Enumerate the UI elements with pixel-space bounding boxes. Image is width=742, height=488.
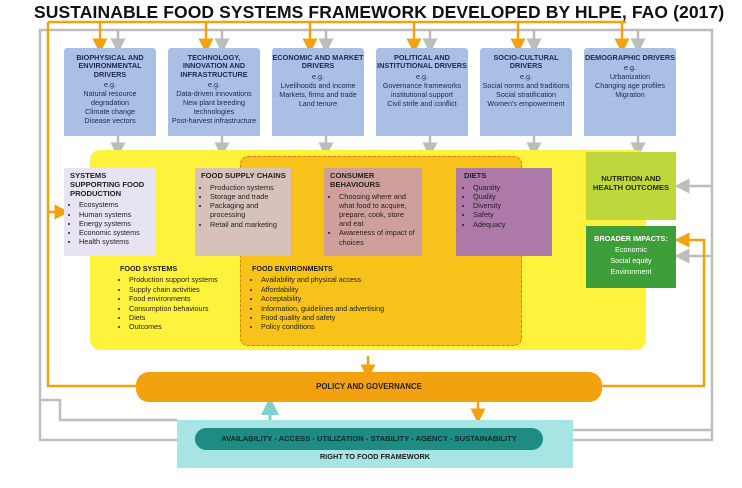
driver-heading: BIOPHYSICAL AND ENVIRONMENTAL DRIVERS [76,53,144,79]
driver-item: Urbanization [609,72,651,82]
driver-heading: ECONOMIC AND MARKET DRIVERS [272,53,364,71]
driver-item: Social stratification [496,89,556,99]
box-heading: SYSTEMS SUPPORTING FOOD PRODUCTION [70,171,145,198]
driver-item: Women's empowerment [487,98,565,108]
nutrition-health-outcomes-box: NUTRITION AND HEALTH OUTCOMES [586,152,676,220]
driver-eg: e.g. [416,71,428,81]
list-item: Consumption behaviours [129,304,240,313]
page-title: SUSTAINABLE FOOD SYSTEMS FRAMEWORK DEVEL… [34,2,725,22]
list-item: Choosing where and what food to acquire,… [339,192,418,229]
driver-eg: e.g. [520,71,532,81]
driver-item: Land tenure [298,98,338,108]
box-heading: CONSUMER BEHAVIOURS [330,171,381,189]
list-item: Food environments [129,294,240,303]
list-item: Policy conditions [261,322,512,331]
food-environments-list: FOOD ENVIRONMENTS Availability and physi… [252,264,512,332]
list-item: Diets [129,313,240,322]
box-heading: BROADER IMPACTS: [594,234,668,243]
policy-governance-bar: POLICY AND GOVERNANCE [136,372,602,402]
driver-item: Natural resource degradation [83,88,137,107]
driver-heading: POLITICAL AND INSTITUTIONAL DRIVERS [377,53,467,71]
driver-item: Migration [615,90,645,100]
list-item: Production systems [210,183,287,192]
list-item: Social equity [610,256,652,265]
list-item: Acceptability [261,294,512,303]
list-item: Health systems [79,237,152,246]
list-item: Quality [473,192,548,201]
list-item: Human systems [79,210,152,219]
list-item: Availability and physical access [261,275,512,284]
driver-item: Climate change [85,106,135,116]
list-item: Supply chain activities [129,285,240,294]
box-heading: DIETS [464,171,487,180]
driver-eg: e.g. [312,71,324,81]
broader-impacts-box: BROADER IMPACTS: Economic Social equity … [586,226,676,288]
driver-item: Markets, firms and trade [279,89,357,99]
driver-eg: e.g. [624,63,636,73]
list-item: Affordability [261,285,512,294]
systems-supporting-production-box: SYSTEMS SUPPORTING FOOD PRODUCTION Ecosy… [64,168,156,256]
list-item: Retail and marketing [210,220,287,229]
list-item: Safety [473,210,548,219]
diets-box: DIETS Quantity Quality Diversity Safety … [456,168,552,256]
list-item: Quantity [473,183,548,192]
list-item: Food quality and safety [261,313,512,322]
food-systems-list: FOOD SYSTEMS Production support systems … [120,264,240,332]
driver-item: Changing age profiles [595,81,665,91]
food-supply-chains-box: FOOD SUPPLY CHAINS Production systems St… [195,168,291,256]
driver-biophysical: BIOPHYSICAL AND ENVIRONMENTAL DRIVERS e.… [64,48,156,136]
list-item: Storage and trade [210,192,287,201]
box-heading: FOOD SUPPLY CHAINS [201,171,286,180]
driver-item: Livelihoods and income [280,80,356,90]
driver-socio-cultural: SOCIO-CULTURAL DRIVERS e.g. Social norms… [480,48,572,136]
list-item: Outcomes [129,322,240,331]
list-item: Packaging and processing [210,201,287,219]
driver-item: Governance frameworks [382,80,462,90]
driver-eg: e.g. [208,79,220,89]
right-to-food-label: RIGHT TO FOOD FRAMEWORK [319,452,431,461]
driver-eg: e.g. [104,79,116,89]
driver-technology: TECHNOLOGY, INNOVATION AND INFRASTRUCTUR… [168,48,260,136]
driver-heading: DEMOGRAPHIC DRIVERS [584,53,675,62]
list-item: Energy systems [79,219,152,228]
driver-political: POLITICAL AND INSTITUTIONAL DRIVERS e.g.… [376,48,468,136]
driver-item: Social norms and traditions [482,80,570,90]
list-item: Ecosystems [79,200,152,209]
driver-item: Civil strife and conflict [387,98,457,108]
consumer-behaviours-box: CONSUMER BEHAVIOURS Choosing where and w… [324,168,422,256]
driver-heading: SOCIO-CULTURAL DRIVERS [493,53,559,71]
driver-item: Data-driven innovations [176,88,252,98]
list-item: Adequacy [473,220,548,229]
list-item: Economic [614,245,648,254]
list-item: Production support systems [129,275,240,284]
list-item: Awareness of impact of choices [339,228,418,246]
driver-item: New plant breeding technologies [183,97,245,116]
driver-item: Disease vectors [84,115,136,125]
list-item: Economic systems [79,228,152,237]
right-to-food-principles-bar: AVAILABILITY - ACCESS - UTILIZATION - ST… [195,428,543,450]
list-item: Environment [610,267,652,276]
driver-item: Post-harvest infrastructure [171,115,257,125]
driver-item: institutional support [391,89,453,99]
driver-demographic: DEMOGRAPHIC DRIVERS e.g. Urbanization Ch… [584,48,676,136]
driver-heading: TECHNOLOGY, INNOVATION AND INFRASTRUCTUR… [180,53,248,79]
list-item: Diversity [473,201,548,210]
section-heading: FOOD SYSTEMS [120,264,178,273]
driver-economic: ECONOMIC AND MARKET DRIVERS e.g. Livelih… [272,48,364,136]
list-item: Information, guidelines and advertising [261,304,512,313]
section-heading: FOOD ENVIRONMENTS [252,264,333,273]
